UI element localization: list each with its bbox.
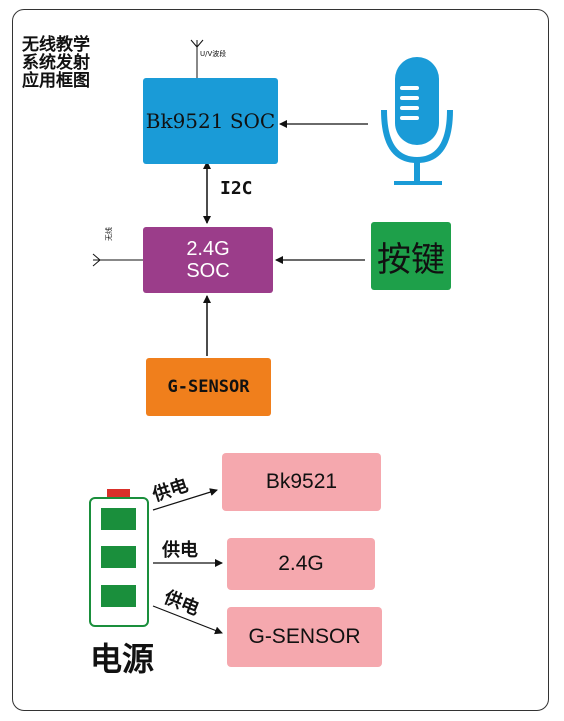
power-target-gsensor: G-SENSOR (227, 607, 382, 667)
soc-24g-label-line2: SOC (186, 260, 230, 282)
power-target-gsensor-label: G-SENSOR (248, 625, 361, 648)
wireless-label: 无线 (105, 227, 113, 241)
power-label-2: 供电 (162, 540, 198, 561)
microphone-icon (381, 57, 453, 185)
power-target-24g-label: 2.4G (278, 552, 324, 575)
battery-icon (89, 489, 149, 627)
title-line-2: 系统发射 (22, 53, 90, 73)
i2c-label: I2C (220, 178, 253, 199)
diagram-title: 无线教学 系统发射 应用框图 (22, 36, 90, 90)
power-source-label: 电源 (90, 640, 155, 678)
title-line-1: 无线教学 (22, 35, 90, 55)
power-arrow-bk (152, 488, 218, 511)
power-target-24g: 2.4G (227, 538, 375, 590)
wireless-antenna-icon (92, 253, 143, 267)
soc-24g-label-line1: 2.4G (186, 238, 230, 260)
keys-block: 按键 (371, 222, 451, 290)
keys-label: 按键 (377, 239, 445, 280)
uv-antenna-icon (190, 39, 204, 78)
power-target-bk9521-label: Bk9521 (265, 470, 338, 493)
bk9521-soc-label: Bk9521 SOC (145, 109, 276, 133)
power-target-bk9521: Bk9521 (222, 453, 381, 511)
title-line-3: 应用框图 (22, 71, 90, 91)
gsensor-label: G-SENSOR (167, 377, 250, 397)
diagram-frame (12, 9, 549, 711)
power-arrow-gsensor (152, 605, 223, 635)
soc-24g-block: 2.4G SOC (143, 227, 273, 293)
gsensor-block: G-SENSOR (146, 358, 271, 416)
bk9521-soc-block: Bk9521 SOC (143, 78, 278, 164)
uv-band-label: U/V波段 (200, 50, 227, 58)
